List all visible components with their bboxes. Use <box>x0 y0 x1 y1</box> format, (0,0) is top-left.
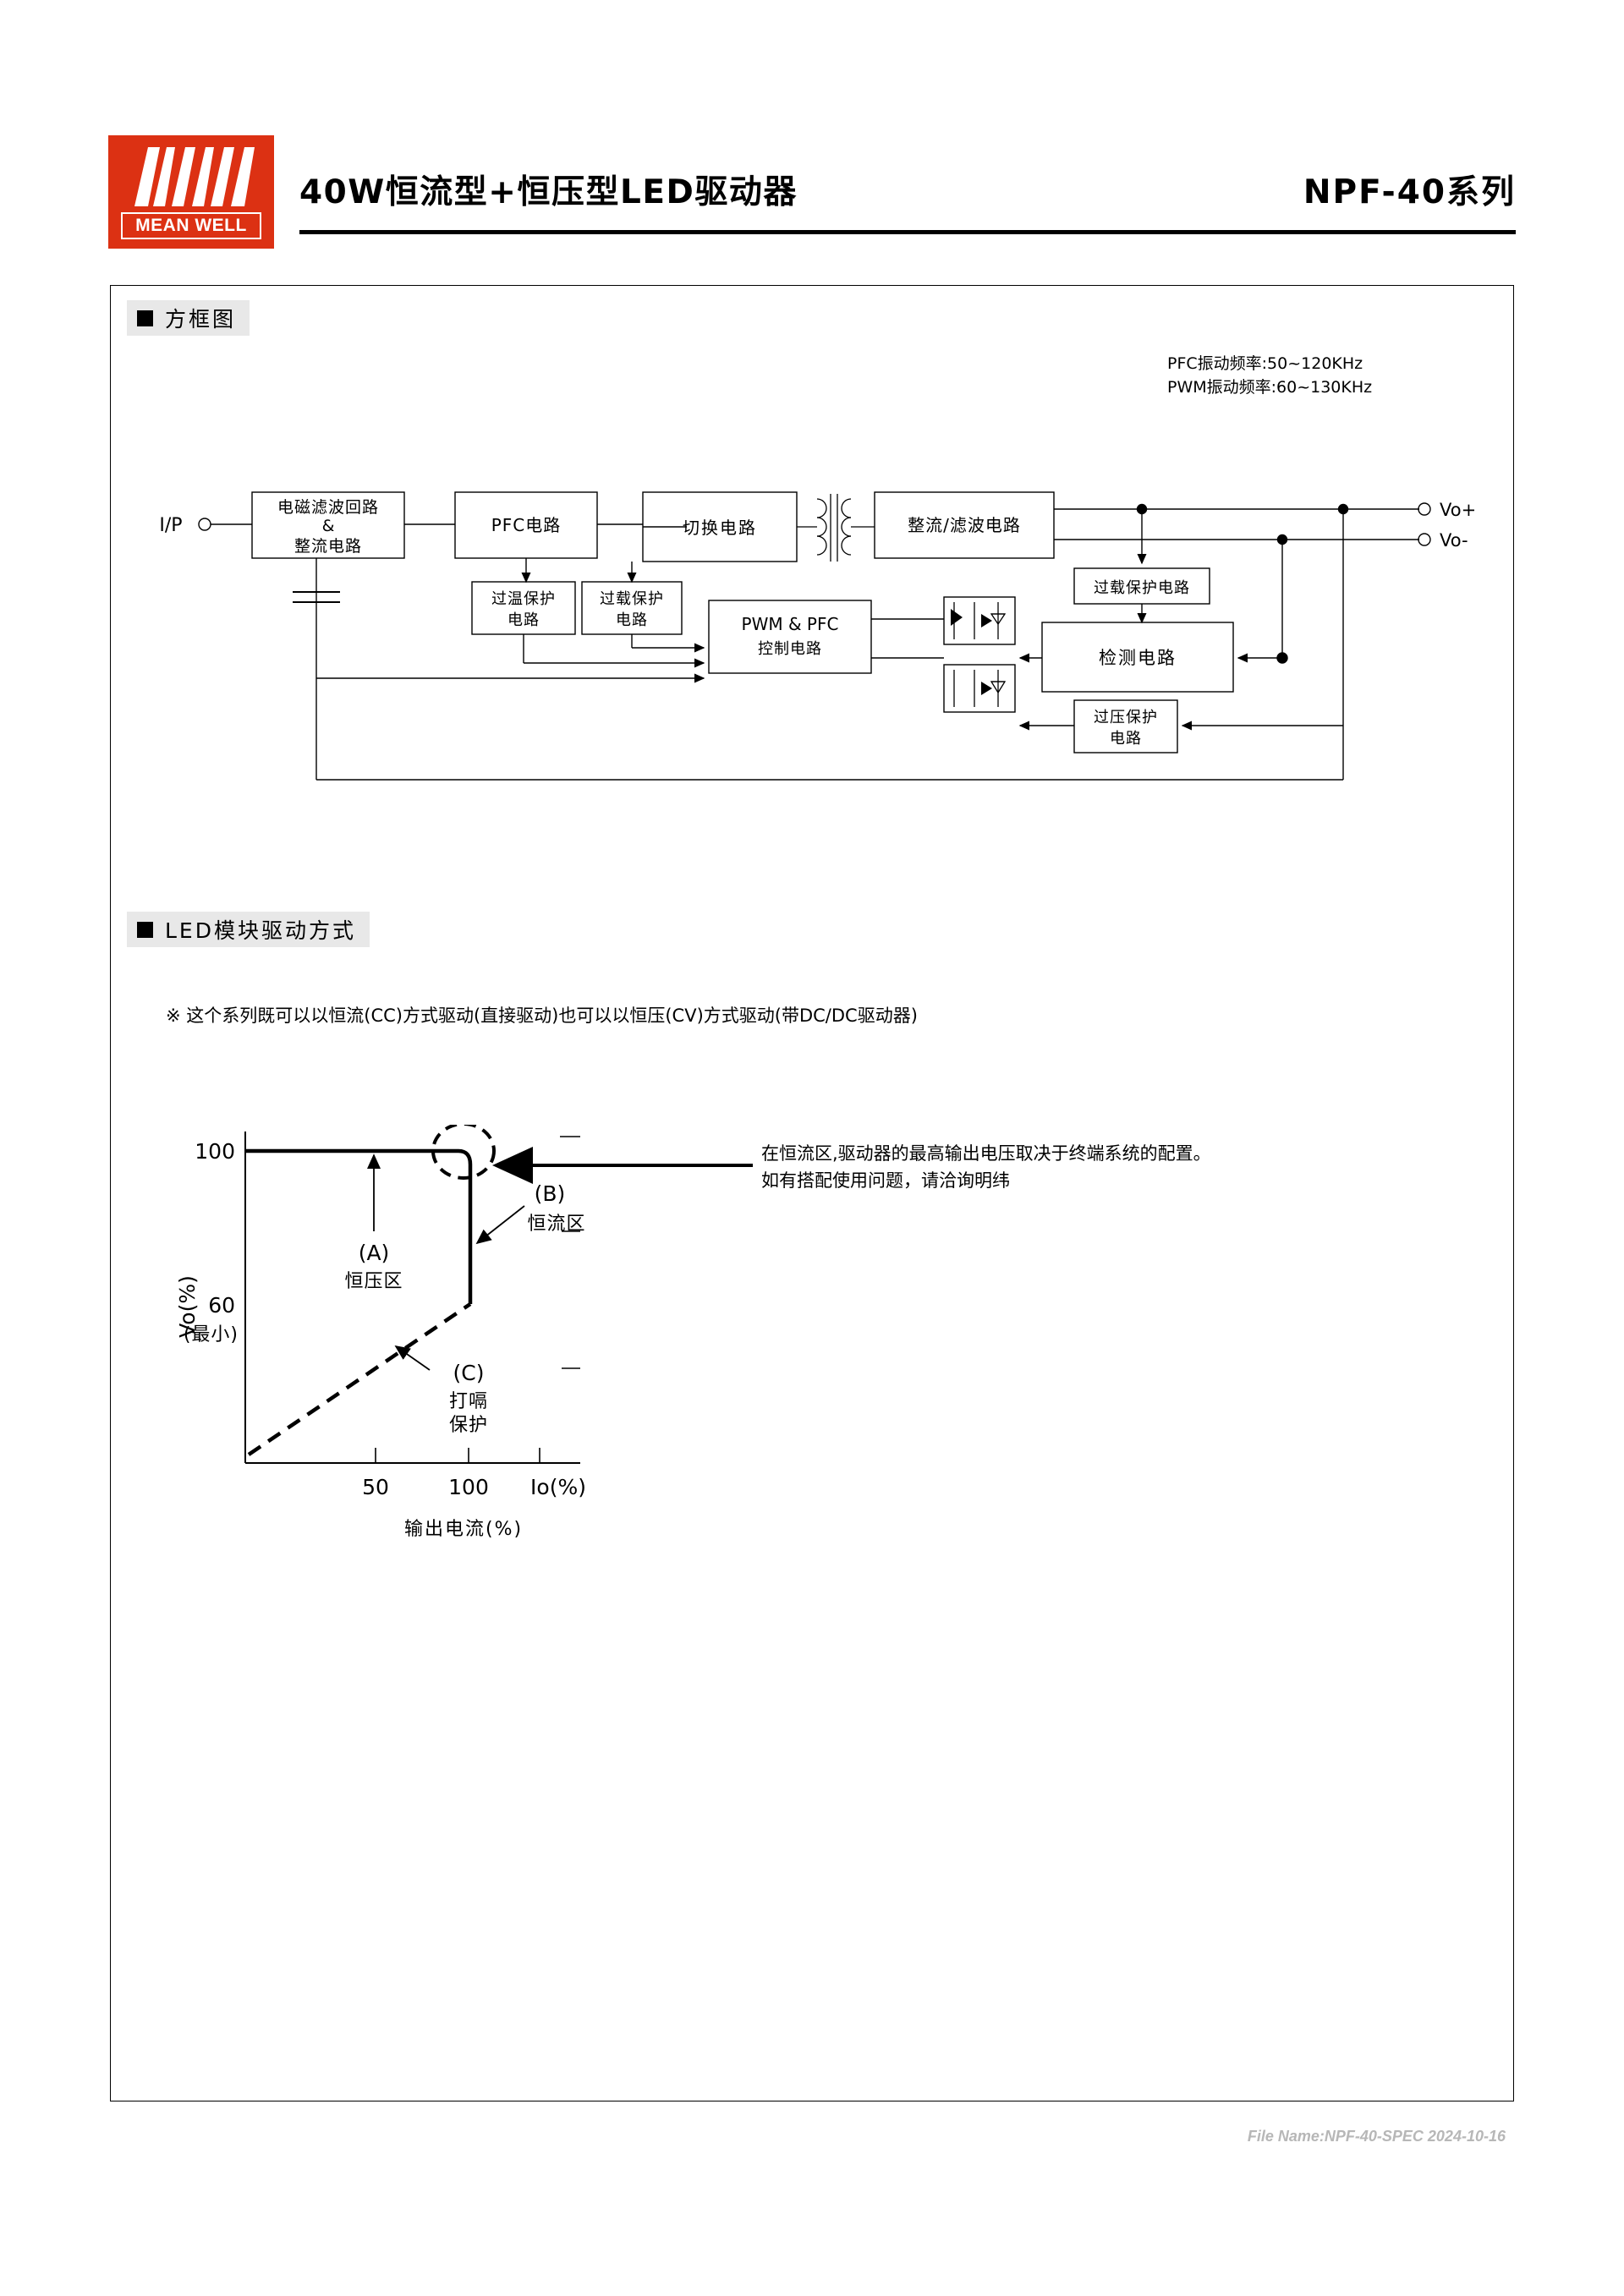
box-emi-line3: 整流电路 <box>294 537 362 556</box>
series-title: NPF-40系列 <box>1303 173 1516 211</box>
series-operating-curve <box>245 1148 473 1304</box>
annotation-c-tag: (C) <box>453 1361 485 1385</box>
series-hiccup-protection <box>247 1302 472 1456</box>
frequency-note: PFC振动频率:50~120KHz PWM振动频率:60~130KHz <box>1167 352 1372 399</box>
footer-file-name: File Name:NPF-40-SPEC 2024-10-16 <box>1247 2128 1506 2145</box>
box-detection <box>1041 622 1234 693</box>
x-tick-label-50: 50 <box>362 1475 389 1499</box>
output-negative-terminal-icon <box>1418 533 1431 546</box>
box-emi-rectifier <box>251 491 405 559</box>
output-positive-label: Vo+ <box>1440 500 1476 520</box>
annotation-c-leader <box>394 1345 431 1371</box>
box-pfc-label: PFC电路 <box>491 515 562 535</box>
box-olp-line1: 过载保护 <box>600 590 664 608</box>
pfc-frequency-line: PFC振动频率:50~120KHz <box>1167 354 1363 373</box>
optocoupler-icon-a <box>943 596 1016 645</box>
cc-note-line-1: 在恒流区,驱动器的最高输出电压取决于终端系统的配置。 <box>761 1143 1211 1164</box>
annotation-b-leader <box>475 1205 525 1245</box>
y-axis-title: Vo(%) <box>175 1275 200 1338</box>
output-positive-terminal-icon <box>1418 502 1431 516</box>
output-negative-label: Vo- <box>1440 530 1468 551</box>
box-ovp-line2: 电路 <box>1110 730 1142 748</box>
box-pwm-pfc-control <box>708 600 872 674</box>
box-otp-line2: 电路 <box>508 611 540 629</box>
x-axis-title: Io(%) <box>530 1475 586 1499</box>
mw-logo-icon <box>134 147 255 206</box>
section-heading-label: 方框图 <box>165 307 237 332</box>
box-pwm-pfc-line1: PWM & PFC <box>742 614 839 634</box>
vo-io-curve-chart: 100 60 (最小) Vo(%) 50 100 Io(%) (A) 恒压区 (… <box>161 1125 1429 1564</box>
page-header: MEAN WELL 40W恒流型+恒压型LED驱动器 NPF-40系列 <box>108 135 1516 254</box>
section-heading-led-drive: LED模块驱动方式 <box>127 912 370 947</box>
annotation-c-label-2: 保护 <box>449 1415 488 1436</box>
box-detection-label: 检测电路 <box>1099 648 1177 668</box>
annotation-b-tag: (B) <box>535 1181 566 1206</box>
annotation-c-label-1: 打嗝 <box>449 1391 488 1412</box>
capacitor-icon <box>293 591 340 603</box>
box-otp-line1: 过温保护 <box>491 590 556 608</box>
logo-brand-text: MEAN WELL <box>121 212 261 239</box>
y-tick-label-100: 100 <box>195 1139 235 1164</box>
box-pwm-pfc-line2: 控制电路 <box>758 640 822 658</box>
annotation-b-label: 恒流区 <box>527 1214 585 1235</box>
header-rule <box>299 230 1516 234</box>
section-heading-block-diagram: 方框图 <box>127 300 250 336</box>
led-drive-note: ※ 这个系列既可以以恒流(CC)方式驱动(直接驱动)也可以以恒压(CV)方式驱动… <box>166 1006 918 1026</box>
square-bullet-icon <box>137 921 153 938</box>
annotation-a-label: 恒压区 <box>344 1271 403 1292</box>
box-rectify-filter-label: 整流/滤波电路 <box>908 515 1021 535</box>
constant-current-note: 在恒流区,驱动器的最高输出电压取决于终端系统的配置。 如有搭配使用问题，请洽询明… <box>761 1140 1211 1194</box>
box-emi-line2: & <box>322 517 335 535</box>
chart-bottom-caption: 输出电流(%) <box>404 1519 524 1540</box>
x-tick-label-100: 100 <box>448 1475 489 1499</box>
box-rectify-filter <box>874 491 1055 559</box>
y-tick-sublabel-min: (最小) <box>184 1324 239 1345</box>
page-title: 40W恒流型+恒压型LED驱动器 <box>299 173 798 211</box>
annotation-a-tag: (A) <box>359 1241 390 1265</box>
input-label: I/P <box>159 515 182 536</box>
square-bullet-icon <box>137 310 153 326</box>
block-diagram: I/P 电磁滤波回路 & 整流电路 PFC电路 切换电路 整流/滤波电路 过温保… <box>127 474 1497 829</box>
y-tick-label-60: 60 <box>208 1293 235 1318</box>
section-heading-label: LED模块驱动方式 <box>165 918 356 943</box>
page-content-frame <box>110 285 1514 2101</box>
box-emi-line1: 电磁滤波回路 <box>277 498 379 517</box>
cc-note-line-2: 如有搭配使用问题，请洽询明纬 <box>761 1170 1010 1191</box>
transformer-icon <box>797 494 875 562</box>
box-over-voltage-protection <box>1073 699 1178 753</box>
box-olp-line2: 电路 <box>616 611 648 629</box>
input-terminal-icon <box>198 518 211 531</box>
box-switching-label: 切换电路 <box>683 518 757 538</box>
box-ovp-line1: 过压保护 <box>1094 709 1158 726</box>
mean-well-logo: MEAN WELL <box>108 135 274 249</box>
box-overload-right-label: 过载保护电路 <box>1094 579 1190 597</box>
pwm-frequency-line: PWM振动频率:60~130KHz <box>1167 378 1373 397</box>
optocoupler-icon-b <box>943 664 1016 713</box>
